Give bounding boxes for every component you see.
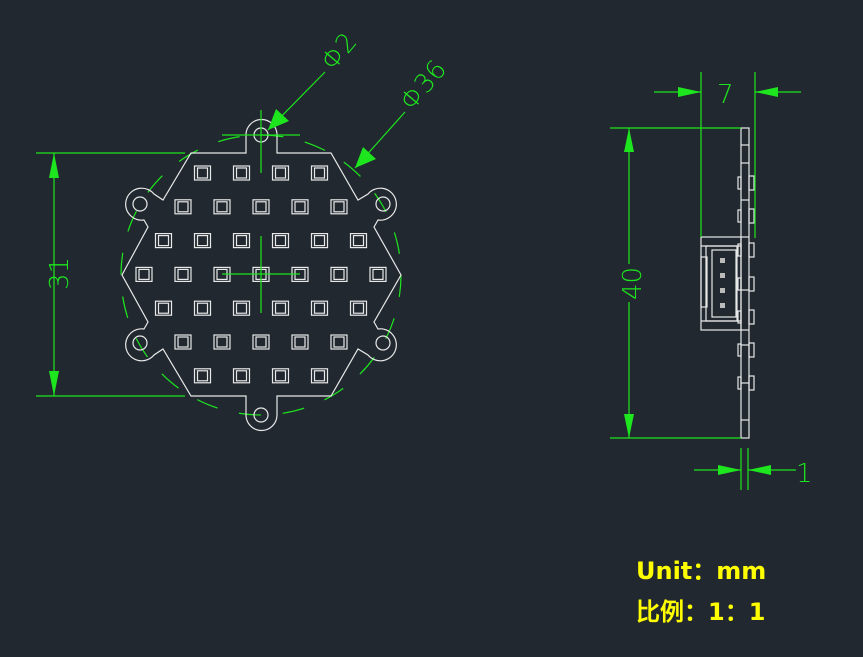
led-chip — [213, 334, 231, 350]
led-side — [737, 175, 755, 191]
led-chip — [271, 300, 290, 316]
arrow-icon — [748, 465, 771, 475]
led-chip — [310, 165, 329, 181]
led-side — [737, 342, 755, 358]
arrow-icon — [355, 147, 376, 168]
scale-note: 比例：1：1 — [636, 598, 766, 626]
led-chip — [310, 368, 329, 384]
connector-pin — [720, 303, 725, 308]
led-chip — [193, 368, 212, 384]
connector-pin — [720, 273, 725, 278]
arrow-icon — [624, 414, 634, 438]
dimension-40: 40 — [618, 267, 648, 300]
connector-pin — [720, 288, 725, 293]
led-chip — [232, 165, 251, 181]
mount-hole-bottom — [253, 407, 269, 423]
led-chip — [193, 165, 212, 181]
led-chip — [232, 300, 251, 316]
led-chip — [291, 199, 309, 215]
led-chip — [252, 334, 270, 350]
led-chip — [349, 300, 368, 316]
led-chip — [271, 165, 290, 181]
led-side — [737, 375, 755, 391]
led-chip — [271, 368, 290, 384]
dimension-1: 1 — [796, 459, 813, 489]
arrow-icon — [49, 153, 59, 178]
mount-hole-top-right — [375, 196, 391, 212]
dimension-phi36: Φ36 — [394, 55, 453, 117]
led-chip — [310, 233, 329, 249]
led-chip — [174, 266, 192, 282]
arrow-icon — [49, 371, 59, 396]
led-chip — [349, 233, 368, 249]
arrow-icon — [678, 87, 701, 97]
led-chip — [330, 199, 348, 215]
side-view: 7 40 1 — [610, 72, 813, 490]
pcb-side — [740, 127, 750, 439]
unit-note: Unit：mm — [636, 557, 767, 585]
mount-hole-bottom-right — [375, 335, 391, 351]
arrow-icon — [755, 87, 778, 97]
mount-hole-bottom-left — [132, 335, 148, 351]
led-chip — [213, 199, 231, 215]
dimension-31: 31 — [45, 257, 75, 290]
arrow-icon — [624, 128, 634, 152]
led-chip — [310, 300, 329, 316]
led-chip — [369, 266, 387, 282]
connector — [700, 236, 742, 331]
board-outline — [121, 118, 402, 432]
led-side — [737, 208, 755, 224]
arrow-icon — [718, 465, 741, 475]
led-chip — [193, 233, 212, 249]
dimension-7: 7 — [717, 80, 734, 110]
led-chip — [193, 300, 212, 316]
pcb-segments — [737, 144, 755, 421]
led-chip — [330, 334, 348, 350]
led-chip — [154, 300, 173, 316]
led-chip — [232, 368, 251, 384]
led-chip — [252, 199, 270, 215]
mount-hole-top-left — [132, 196, 148, 212]
arrow-icon — [268, 109, 289, 130]
led-chip — [330, 266, 348, 282]
led-chip — [154, 233, 173, 249]
front-view: 31 Φ2 Φ36 — [36, 27, 453, 432]
led-chip — [135, 266, 153, 282]
connector-pin — [720, 258, 725, 263]
dimension-phi2: Φ2 — [315, 27, 363, 76]
led-chip — [174, 334, 192, 350]
led-chip — [271, 233, 290, 249]
led-chip — [232, 233, 251, 249]
led-chip — [291, 334, 309, 350]
connector-pins — [720, 258, 725, 308]
led-chip — [174, 199, 192, 215]
